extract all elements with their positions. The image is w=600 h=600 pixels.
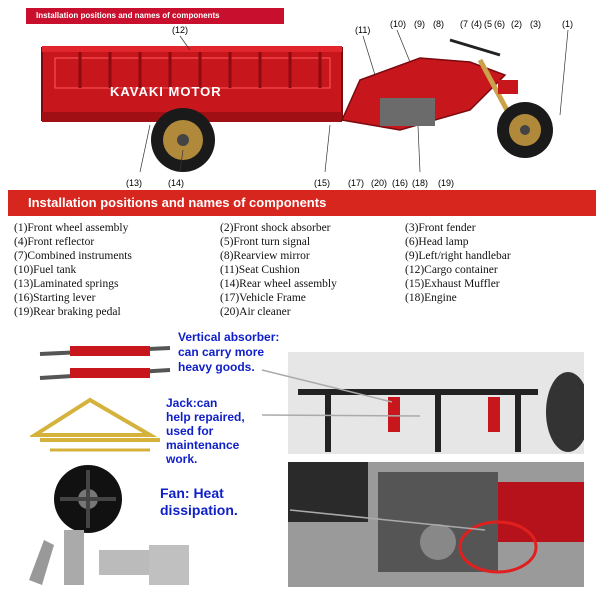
callout-number: (12): [172, 25, 189, 35]
component-item: (13)Laminated springs: [14, 278, 119, 290]
callout-number: (9): [414, 19, 425, 29]
callout-number: (7: [460, 19, 469, 29]
component-item: (7)Combined instruments: [14, 250, 132, 262]
top-banner: Installation positions and names of comp…: [26, 8, 284, 24]
component-item: (12)Cargo container: [405, 264, 498, 276]
component-item: (10)Fuel tank: [14, 264, 77, 276]
jack-note-line: used for: [166, 424, 214, 438]
chassis-photo: [288, 352, 584, 454]
jack-note-line: help repaired,: [166, 410, 245, 424]
callout-number: (15): [314, 178, 331, 188]
component-item: (5)Front turn signal: [220, 236, 311, 248]
callout-number: (11): [355, 25, 371, 35]
component-item: (3)Front fender: [405, 222, 476, 234]
component-item: (19)Rear braking pedal: [14, 306, 121, 318]
fan-note: Fan: Heat dissipation.: [160, 485, 238, 519]
absorber-note: Vertical absorber: can carry more heavy …: [178, 330, 279, 375]
jack-note-line: Jack:can: [166, 396, 218, 410]
callout-number: (6): [494, 19, 505, 29]
component-item: (15)Exhaust Muffler: [405, 278, 500, 290]
fan-note-line: Fan: Heat: [160, 485, 224, 501]
callout-number: (20): [371, 178, 388, 188]
tricycle-illustration: [41, 29, 569, 173]
jack-image: [30, 397, 160, 452]
absorber-note-line: heavy goods.: [178, 360, 255, 374]
component-item: (14)Rear wheel assembly: [220, 278, 337, 290]
component-item: (17)Vehicle Frame: [220, 292, 306, 304]
jack-note-line: maintenance: [166, 438, 240, 452]
callout-number: (10): [390, 19, 407, 29]
callout-number: (4): [471, 19, 482, 29]
component-item: (1)Front wheel assembly: [14, 222, 129, 234]
shock-absorber-image: [39, 346, 171, 380]
section-banner: Installation positions and names of comp…: [8, 190, 596, 216]
component-item: (20)Air cleaner: [220, 306, 291, 318]
callout-number: (8): [433, 19, 444, 29]
absorber-note-line: can carry more: [178, 345, 265, 359]
callout-number: (3): [530, 19, 541, 29]
callout-number: (13): [126, 178, 143, 188]
brand-text: KAVAKI MOTOR: [110, 84, 222, 99]
callout-number: (2): [511, 19, 522, 29]
component-item: (18)Engine: [405, 292, 457, 304]
component-item: (6)Head lamp: [405, 236, 469, 248]
component-item: (4)Front reflector: [14, 236, 95, 248]
absorber-note-line: Vertical absorber:: [178, 330, 280, 344]
fan-note-line: dissipation.: [160, 502, 238, 518]
callout-number: (19): [438, 178, 455, 188]
fan-image: [54, 465, 122, 533]
component-item: (2)Front shock absorber: [220, 222, 331, 234]
component-item: (11)Seat Cushion: [220, 264, 300, 276]
callout-number: (16): [392, 178, 409, 188]
component-item: (9)Left/right handlebar: [405, 250, 511, 262]
component-item: (16)Starting lever: [14, 292, 96, 304]
small-parts-image: [29, 530, 189, 585]
callout-number: (18): [412, 178, 429, 188]
callout-number: (14): [168, 178, 185, 188]
callout-number: (1): [562, 19, 573, 29]
jack-note: Jack:can help repaired, used for mainten…: [166, 396, 245, 466]
callout-number: (5: [484, 19, 493, 29]
component-item: (8)Rearview mirror: [220, 250, 310, 262]
pointer-arrows: [261, 369, 486, 531]
jack-note-line: work.: [166, 452, 198, 466]
callout-number: (17): [348, 178, 365, 188]
